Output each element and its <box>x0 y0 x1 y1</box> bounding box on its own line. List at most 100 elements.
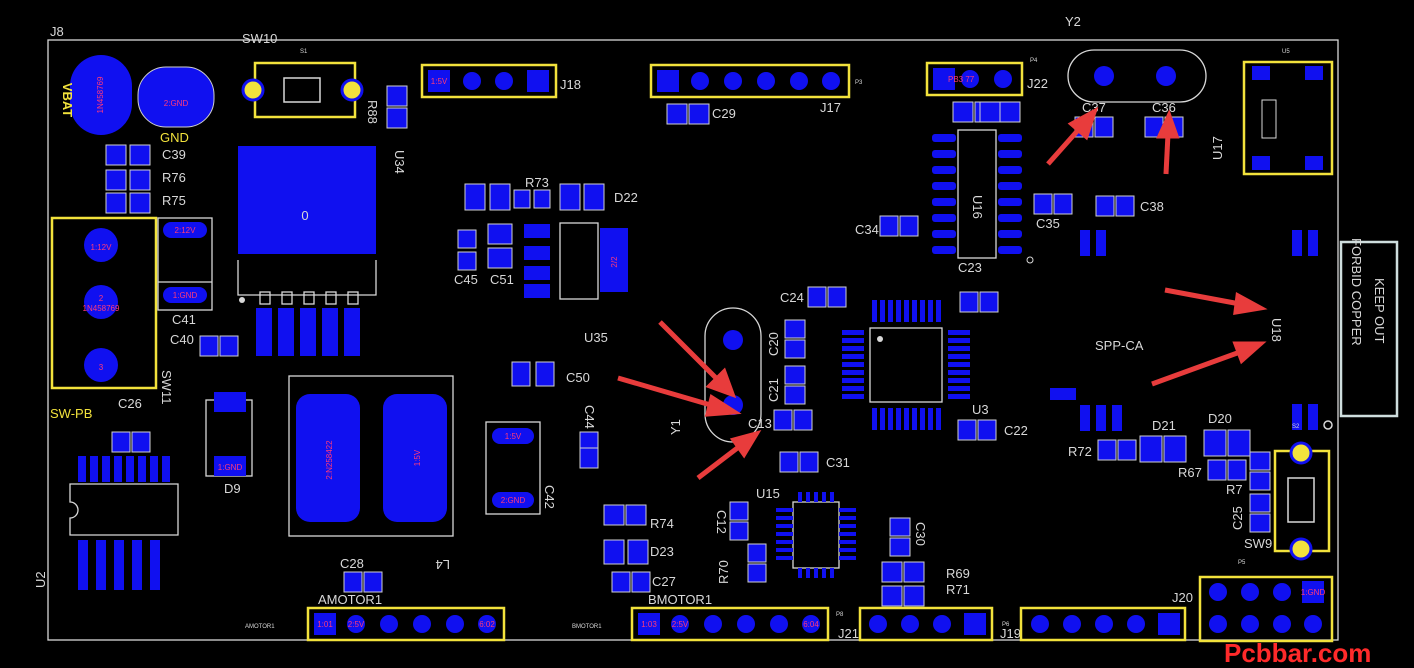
svg-text:BMOTOR1: BMOTOR1 <box>572 624 602 630</box>
label-c23: C23 <box>958 260 982 275</box>
reg-2-2 <box>559 222 599 300</box>
label-c35: C35 <box>1036 216 1060 231</box>
keep-out-zone <box>1339 240 1399 418</box>
battery-gnd-pad: 2:GND <box>137 66 215 128</box>
svg-text:AMOTOR1: AMOTOR1 <box>245 624 275 630</box>
label-u35: U35 <box>584 330 608 345</box>
label-r72: R72 <box>1068 444 1092 459</box>
label-c45: C45 <box>454 272 478 287</box>
label-amotor1: AMOTOR1 <box>318 592 382 607</box>
svg-text:6:04: 6:04 <box>803 620 819 629</box>
sw10-body <box>253 61 357 119</box>
label-c22: C22 <box>1004 423 1028 438</box>
j18-connector <box>420 63 558 99</box>
j21-connector <box>858 606 994 642</box>
label-j22: J22 <box>1027 76 1048 91</box>
label-c37: C37 <box>1082 100 1106 115</box>
label-c21: C21 <box>766 378 781 402</box>
svg-text:S1: S1 <box>300 49 308 55</box>
label-u15: U15 <box>756 486 780 501</box>
label-r74: R74 <box>650 516 674 531</box>
svg-text:P8: P8 <box>836 612 844 618</box>
svg-text:2:N258422: 2:N258422 <box>325 440 334 480</box>
label-r75: R75 <box>162 193 186 208</box>
label-r88: R88 <box>365 100 380 124</box>
svg-text:KEEP OUT: KEEP OUT <box>1372 278 1387 344</box>
label-c31: C31 <box>826 455 850 470</box>
label-sw9: SW9 <box>1244 536 1272 551</box>
regulator-tab <box>238 146 376 254</box>
svg-text:2/2: 2/2 <box>610 256 619 268</box>
label-d23: D23 <box>650 544 674 559</box>
label-c26: C26 <box>118 396 142 411</box>
label-u3: U3 <box>972 402 989 417</box>
y2-crystal <box>1067 49 1207 103</box>
battery-d1: VBAT 1N458769 <box>60 55 132 135</box>
label-c30: C30 <box>913 522 928 546</box>
label-j17: J17 <box>820 100 841 115</box>
annotation-arrows <box>617 106 1268 480</box>
svg-text:1:5V: 1:5V <box>505 432 522 441</box>
c42-cap <box>485 421 541 515</box>
svg-text:1:03: 1:03 <box>641 620 657 629</box>
label-c40: C40 <box>170 332 194 347</box>
label-c38: C38 <box>1140 199 1164 214</box>
label-c34: C34 <box>855 222 879 237</box>
label-r67: R67 <box>1178 465 1202 480</box>
u16-pads <box>932 134 1022 254</box>
svg-text:S2: S2 <box>1292 424 1300 430</box>
j22-connector <box>925 61 1024 97</box>
svg-text:2:GND: 2:GND <box>164 99 189 108</box>
svg-text:VBAT: VBAT <box>60 83 75 117</box>
label-sw11: SW11 <box>159 370 174 404</box>
label-u17: U17 <box>1210 136 1225 160</box>
label-r71: R71 <box>946 582 970 597</box>
label-y1: Y1 <box>668 419 683 435</box>
label-c28: C28 <box>340 556 364 571</box>
label-c39: C39 <box>162 147 186 162</box>
label-j21: J21 <box>838 626 859 641</box>
label-d20: D20 <box>1208 411 1232 426</box>
label-d21: D21 <box>1152 418 1176 433</box>
svg-text:0: 0 <box>301 208 308 223</box>
j19-connector <box>1019 606 1187 642</box>
u3-mcu <box>869 327 943 403</box>
label-l4: L4 <box>436 557 450 572</box>
j20-header <box>1198 575 1334 643</box>
svg-text:U16: U16 <box>970 195 985 219</box>
svg-text:2: 2 <box>99 294 104 303</box>
svg-text:1:01: 1:01 <box>317 620 333 629</box>
label-d22: D22 <box>614 190 638 205</box>
watermark-pcbbar: Pcbbar.com <box>1224 638 1371 668</box>
svg-text:3: 3 <box>99 363 104 372</box>
svg-text:1:GND: 1:GND <box>218 463 243 472</box>
label-r73: R73 <box>525 175 549 190</box>
label-d9: D9 <box>224 481 241 496</box>
label-j18: J18 <box>560 77 581 92</box>
label-j20: J20 <box>1172 590 1193 605</box>
power-terminal <box>50 216 158 390</box>
label-c25: C25 <box>1230 506 1245 530</box>
label-sw10: SW10 <box>242 31 277 46</box>
amotor1-connector <box>306 606 506 642</box>
label-c13: C13 <box>748 416 772 431</box>
svg-text:1:GND: 1:GND <box>173 291 198 300</box>
label-c24: C24 <box>780 290 804 305</box>
label-c36: C36 <box>1152 100 1176 115</box>
svg-text:2:12V: 2:12V <box>175 226 197 235</box>
label-c29: C29 <box>712 106 736 121</box>
label-bmotor1: BMOTOR1 <box>648 592 712 607</box>
l4-inductor <box>288 375 454 537</box>
u16-chip <box>957 129 997 259</box>
label-y2: Y2 <box>1065 14 1081 29</box>
label-c27: C27 <box>652 574 676 589</box>
label-r70: R70 <box>716 560 731 584</box>
label-spp-ca: SPP-CA <box>1095 338 1144 353</box>
svg-text:FORBID COPPER: FORBID COPPER <box>1349 238 1364 346</box>
label-sw-pb: SW-PB <box>50 406 92 421</box>
svg-text:1N458769: 1N458769 <box>96 76 105 113</box>
label-r76: R76 <box>162 170 186 185</box>
j17-connector <box>649 63 851 99</box>
svg-text:PB3 77: PB3 77 <box>948 75 975 84</box>
